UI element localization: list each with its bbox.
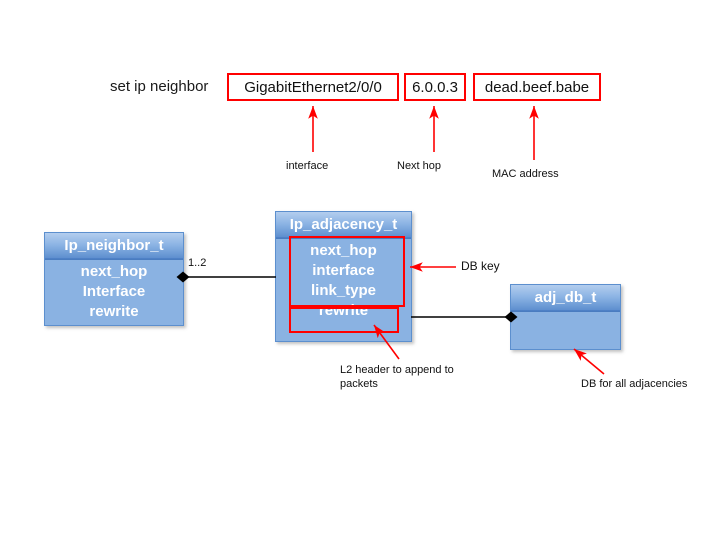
class-box-ip-neighbor-t: Ip_neighbor_t next_hop Interface rewrite xyxy=(44,232,184,326)
class-attribute: next_hop xyxy=(310,242,377,259)
command-label: set ip neighbor xyxy=(110,78,209,95)
caption-interface: interface xyxy=(286,160,329,172)
command-field-interface: GigabitEthernet2/0/0 xyxy=(227,73,399,101)
annotation-db-key: DB key xyxy=(461,259,500,273)
highlight-rewrite-field xyxy=(289,307,399,333)
association-adjacency-adjdb xyxy=(411,311,518,323)
caption-next-hop: Next hop xyxy=(397,160,442,172)
class-attribute: Interface xyxy=(82,283,146,300)
callout-arrow-db-all-adjacencies xyxy=(573,348,605,375)
caption-mac-address: MAC address xyxy=(492,168,559,180)
association-multiplicity: 1..2 xyxy=(188,257,207,269)
annotation-db-all-adjacencies: DB for all adjacencies xyxy=(581,378,688,390)
class-box-ip-adjacency-t: Ip_adjacency_t next_hop interface link_t… xyxy=(275,211,412,342)
class-title-ip-adjacency-t: Ip_adjacency_t xyxy=(276,212,411,239)
highlight-db-key-fields xyxy=(289,236,405,307)
class-title-ip-neighbor-t: Ip_neighbor_t xyxy=(45,233,183,260)
class-attributes-adj-db-t xyxy=(511,312,620,314)
association-neighbor-adjacency xyxy=(176,271,276,283)
class-attributes-ip-neighbor-t: next_hop Interface rewrite xyxy=(45,260,183,322)
command-field-next-hop: 6.0.0.3 xyxy=(404,73,466,101)
class-attribute: rewrite xyxy=(89,303,139,320)
class-title-adj-db-t: adj_db_t xyxy=(511,285,620,312)
command-field-mac-address: dead.beef.babe xyxy=(473,73,601,101)
class-attribute: link_type xyxy=(310,282,377,299)
class-attribute: next_hop xyxy=(80,263,148,280)
annotation-l2-header: L2 header to append to packets xyxy=(340,364,454,390)
class-attribute: interface xyxy=(312,262,375,279)
class-box-adj-db-t: adj_db_t xyxy=(510,284,621,350)
